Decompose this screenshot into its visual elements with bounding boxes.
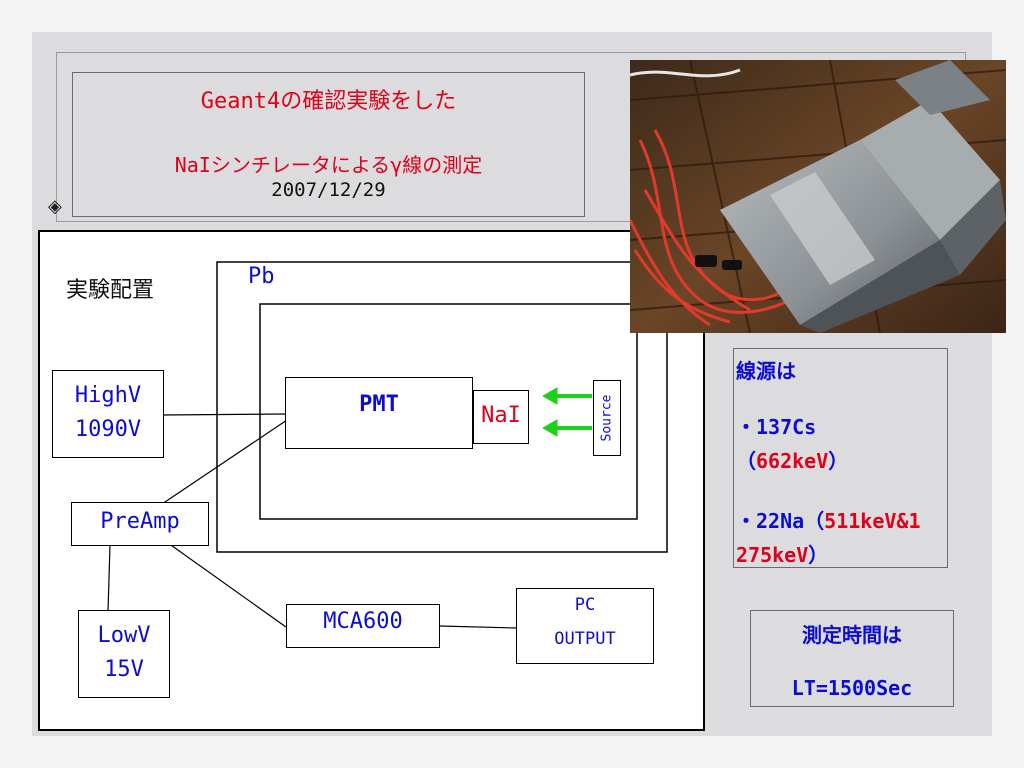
pb-shield-inner <box>259 303 638 520</box>
pb-shield-outer <box>216 261 668 553</box>
cs-close-paren: ） <box>828 449 849 473</box>
pmt-box: PMT <box>285 377 473 449</box>
na22-energy-1: 511keV <box>824 509 897 533</box>
measurement-heading: 測定時間は <box>802 623 902 647</box>
source-cs137-energy-line: （662keV） <box>736 445 848 474</box>
title-box: Geant4の確認実験をした NaIシンチレータによるγ線の測定 2007/12… <box>72 72 585 217</box>
highv-label: HighV <box>74 383 142 408</box>
source-cs137-label: ・137Cs <box>736 415 817 439</box>
mca600-label: MCA600 <box>323 609 403 634</box>
source-na22-line-2: 275keV） <box>736 539 828 568</box>
preamp-box: PreAmp <box>71 502 209 546</box>
lead-shield-photo-image <box>630 60 1006 333</box>
lowv-value: 15V <box>104 657 144 682</box>
highv-box: HighV 1090V <box>52 370 164 458</box>
measurement-time-box: 測定時間は LT=1500Sec <box>750 610 954 707</box>
measurement-value: LT=1500Sec <box>791 676 913 700</box>
diamond-bullet-icon: ◈ <box>48 196 62 217</box>
source-box: Source <box>593 380 621 456</box>
title-date: 2007/12/29 <box>271 179 386 201</box>
na22-energy-2: 275keV <box>736 543 809 567</box>
source-label: Source <box>599 394 615 442</box>
wire-highv-pmt <box>161 413 288 416</box>
title-line-2: NaIシンチレータによるγ線の測定 <box>174 153 483 177</box>
lowv-box: LowV 15V <box>78 610 170 698</box>
diagram-heading: 実験配置 <box>66 278 155 303</box>
radiation-sources-box: 線源は ・137Cs （662keV） ・22Na（511keV&1 275ke… <box>733 348 948 568</box>
na-close-paren: ） <box>808 543 829 567</box>
wire-preamp-lowv <box>107 543 111 613</box>
nai-label: NaI <box>481 403 521 428</box>
wire-mca-pc <box>439 625 517 629</box>
pc-label: PC <box>574 595 596 615</box>
lowv-label: LowV <box>97 623 151 648</box>
cs-open-paren: （ <box>736 449 756 473</box>
pc-output-box: PC OUTPUT <box>516 588 654 664</box>
preamp-label: PreAmp <box>100 509 180 534</box>
diagram-connections <box>107 261 668 629</box>
na22-amp: &1 <box>896 509 921 533</box>
sources-heading: 線源は <box>736 359 796 383</box>
title-line-1: Geant4の確認実験をした <box>200 89 457 114</box>
gamma-arrow-icon <box>541 387 592 437</box>
setup-diagram: 実験配置 Pb PMT NaI Source HighV 1090V PreAm… <box>38 230 705 731</box>
pmt-label: PMT <box>359 392 399 417</box>
mca600-box: MCA600 <box>286 604 440 648</box>
highv-value: 1090V <box>74 417 142 442</box>
source-na22-line-1: ・22Na（511keV&1 <box>736 505 921 534</box>
wire-preamp-mca <box>167 542 287 628</box>
pb-label: Pb <box>248 264 275 289</box>
cs137-energy: 662keV <box>756 449 829 473</box>
na22-label: ・22Na（ <box>736 509 825 533</box>
pc-output-label: OUTPUT <box>554 629 616 649</box>
wire-preamp-pmt <box>161 419 288 505</box>
nai-crystal-box: NaI <box>473 390 529 444</box>
detector-photo <box>630 60 1006 333</box>
